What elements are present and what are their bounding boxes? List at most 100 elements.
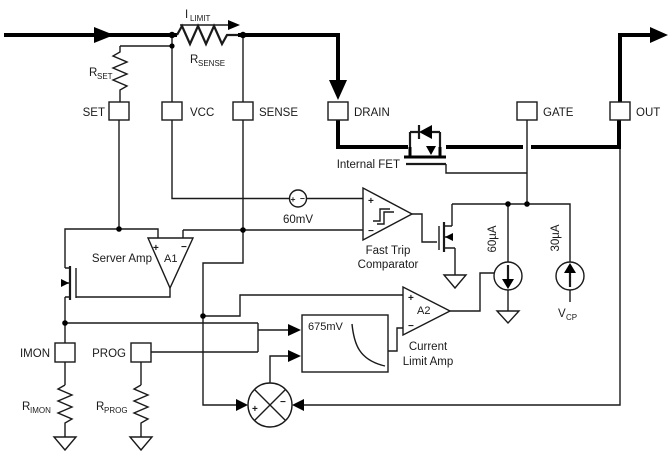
- comparator-minus-input: −: [368, 226, 374, 237]
- a2-output-wire: [450, 272, 494, 312]
- gate-node-wire: [451, 203, 571, 262]
- multiplier-right-arrow-icon: [292, 399, 304, 411]
- node-dot: [62, 320, 68, 326]
- current-limit-label-1: Current: [409, 341, 448, 353]
- fast-trip-comparator: + −: [362, 186, 468, 290]
- a1-label: A1: [164, 253, 177, 265]
- comparator-plus-input: +: [368, 196, 374, 207]
- pin-set-label: SET: [83, 107, 105, 119]
- a2-minus-input: −: [408, 321, 414, 332]
- wires: [56, 37, 621, 437]
- rsense-sub: SENSE: [198, 59, 225, 68]
- rprog-label: R: [96, 401, 104, 413]
- out-feedback-wire: [304, 149, 621, 406]
- node-dot: [116, 226, 122, 232]
- pin-prog-label: PROG: [92, 348, 126, 360]
- offset-minus: −: [300, 194, 305, 204]
- pin-imon: [54, 342, 76, 363]
- current-flow-arrow-icon: [94, 27, 114, 43]
- ground-icon: [52, 436, 78, 452]
- hysteresis-icon: [373, 208, 394, 225]
- output-arrow-icon: [650, 27, 668, 43]
- multiplier-out-wire: [269, 355, 288, 383]
- multiplier-left-arrow-icon: [236, 399, 248, 411]
- offset-source-circle: [288, 189, 308, 208]
- vcc-to-offset: [171, 120, 289, 200]
- power-path: [4, 23, 668, 149]
- body-diode-leads: [408, 130, 442, 147]
- source-up-arrow-icon: [564, 263, 576, 273]
- sense-vertical: [202, 120, 244, 406]
- ref-675mv-label: 675mV: [308, 321, 344, 333]
- rimon-sub: IMON: [30, 406, 51, 415]
- fet-stubs: [408, 147, 442, 157]
- pin-gate-label: GATE: [543, 107, 574, 119]
- multiplier-plus-input: +: [252, 404, 258, 415]
- pin-sense-label: SENSE: [259, 107, 298, 119]
- set-to-a1-plus: [64, 228, 159, 268]
- offset-source: + −: [288, 189, 308, 208]
- ref-input-arrow-icon: [288, 324, 301, 336]
- body-diode-icon: [419, 125, 432, 139]
- a2-triangle: [402, 285, 452, 337]
- node-dot: [200, 313, 206, 319]
- a1-output: [78, 288, 171, 298]
- source-30ua-label: 30µA: [550, 224, 562, 251]
- out-rail: [618, 33, 652, 102]
- pin-gate: [516, 101, 538, 121]
- current-limit-amp: + − A2: [402, 285, 452, 337]
- fet-gate-lead: [445, 164, 527, 174]
- pin-prog: [130, 342, 152, 363]
- reference-block: 675mV: [288, 314, 389, 373]
- vcp-label: V: [558, 308, 566, 320]
- rsense-label: R: [190, 54, 198, 66]
- fet-to-out: [531, 120, 621, 149]
- a1-triangle: [146, 237, 195, 290]
- current-limit-label-2: Limit Amp: [403, 356, 454, 368]
- ilimit-sub: LIMIT: [190, 14, 211, 23]
- node-dot: [524, 201, 530, 207]
- ground-icon: [128, 436, 154, 452]
- internal-fet-label: Internal FET: [337, 159, 400, 171]
- offset-60mv-label: 60mV: [283, 214, 313, 226]
- ilimit-label: I: [185, 9, 188, 21]
- trip-fet-arrow-icon: [445, 233, 453, 241]
- rsense-resistor: [176, 23, 238, 47]
- pin-vcc-label: VCC: [190, 107, 214, 119]
- a2-plus-input: +: [408, 293, 414, 304]
- node-dot: [168, 31, 176, 39]
- drain-arrow-icon: [329, 80, 347, 100]
- node-dot: [239, 31, 247, 39]
- rset-sub: SET: [97, 72, 113, 81]
- trip-fet-leads: [444, 225, 456, 275]
- pin-out-label: OUT: [636, 107, 660, 119]
- rset-label: R: [89, 67, 97, 79]
- rimon-label: R: [22, 401, 30, 413]
- ground-icon: [495, 310, 521, 325]
- multiplier-minus-input: −: [280, 397, 286, 408]
- a1-minus-input: −: [181, 242, 187, 253]
- comparator-triangle: [362, 186, 414, 242]
- pin-out: [609, 101, 631, 121]
- drain-to-fet: [336, 120, 408, 149]
- labels: I LIMIT R SENSE R SET SET VCC SENSE DRAI…: [20, 9, 660, 415]
- server-amp: + − A1: [61, 237, 195, 300]
- node-dot: [505, 201, 511, 207]
- gate-current-sources: [493, 261, 585, 325]
- foldback-curve-icon: [351, 323, 386, 367]
- node-dot: [240, 227, 246, 233]
- internal-fet: [404, 125, 527, 174]
- sink-down-arrow-icon: [502, 279, 514, 289]
- pin-sense: [232, 101, 254, 121]
- sink-60ua-label: 60µA: [487, 225, 499, 252]
- ground-icon: [442, 274, 468, 290]
- server-amp-label: Server Amp: [92, 253, 152, 265]
- rprog-sub: PROG: [104, 406, 128, 415]
- pin-drain: [327, 101, 349, 121]
- pin-imon-label: IMON: [20, 348, 50, 360]
- fet-body-arrow-icon: [426, 146, 436, 155]
- pin-vcc: [161, 101, 183, 121]
- comparator-output-wire: [412, 213, 437, 243]
- rprog-resistor: [132, 362, 150, 437]
- pin-drain-label: DRAIN: [354, 107, 390, 119]
